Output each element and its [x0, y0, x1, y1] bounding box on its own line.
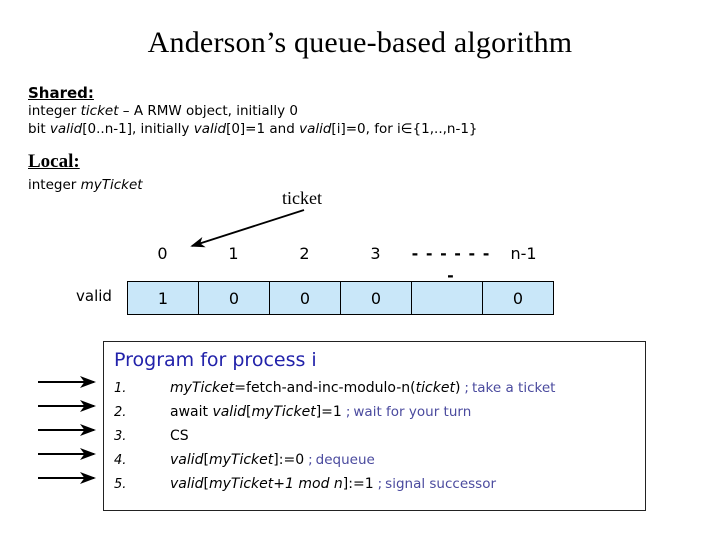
- program-line-4-separator: ;: [308, 452, 313, 468]
- page-title: Anderson’s queue-based algorithm: [147, 26, 573, 59]
- program-line-4-number: 4.: [114, 453, 127, 468]
- program-heading: Program for process i: [114, 349, 317, 371]
- ticket-pointer-arrow-icon: [190, 209, 305, 248]
- program-line-5-code-post: ]:=1: [342, 476, 374, 492]
- shared-line2-post: [i]=0, for i∈{1,..,n-1}: [331, 121, 478, 137]
- program-line-5-separator: ;: [377, 476, 383, 492]
- program-line-1-separator: ;: [464, 380, 469, 396]
- program-line-4: 4. valid[myTicket]:=0 ; dequeue: [114, 452, 639, 476]
- program-line-2-code-post: ]=1: [315, 404, 342, 420]
- program-line-4-code-mid: [: [203, 452, 209, 468]
- program-line-1-code-var1: myTicket: [170, 380, 235, 396]
- shared-line1-post: – A RMW object, initially 0: [118, 103, 298, 119]
- program-line-2-code-pre: await: [170, 404, 213, 420]
- shared-line2-var2: valid: [193, 121, 227, 137]
- program-line-2-comment: wait for your turn: [353, 404, 472, 420]
- valid-cell-0[interactable]: 1: [128, 282, 199, 314]
- valid-cell-3[interactable]: 0: [341, 282, 412, 314]
- program-line-1-code-mid: =fetch-and-inc-modulo-n(: [234, 380, 416, 396]
- program-line-1-number: 1.: [114, 381, 127, 396]
- valid-cell-n-1[interactable]: 0: [483, 282, 554, 314]
- local-heading: Local:: [28, 151, 80, 172]
- shared-line-ticket: integer ticket – A RMW object, initially…: [28, 102, 668, 120]
- shared-line1-var: ticket: [80, 103, 119, 119]
- program-line-1-code-var2: ticket: [415, 380, 455, 396]
- local-line1-pre: integer: [28, 177, 81, 193]
- program-line-4-code: valid[myTicket]:=0: [170, 452, 304, 468]
- program-line-5-number: 5.: [114, 477, 127, 492]
- shared-heading: Shared:: [28, 84, 94, 102]
- program-line-1-code: myTicket=fetch-and-inc-modulo-n(ticket): [170, 380, 460, 396]
- program-line-3-number: 3.: [114, 429, 127, 444]
- program-line-2-code-var1: valid: [212, 404, 246, 420]
- program-step-arrows: [38, 375, 96, 484]
- program-line-2-code-mid: [: [245, 404, 252, 420]
- program-line-5: 5. valid[myTicket+1 mod n]:=1 ; signal s…: [114, 476, 639, 500]
- array-index-3: 3: [370, 244, 381, 263]
- program-line-4-code-var1: valid: [170, 452, 204, 468]
- shared-line2-mid2: [0]=1 and: [226, 121, 300, 137]
- valid-array: 1 0 0 0 0: [127, 281, 554, 315]
- shared-declarations-block: Shared: integer ticket – A RMW object, i…: [28, 84, 668, 138]
- program-line-4-code-post: ]:=0: [273, 452, 305, 468]
- array-index-0: 0: [157, 244, 168, 263]
- program-line-2-code-var2: myTicket: [251, 404, 316, 420]
- shared-line2-pre: bit: [28, 121, 50, 137]
- program-box: Program for process i 1. myTicket=fetch-…: [103, 341, 646, 511]
- program-line-3: 3. CS: [114, 428, 639, 452]
- program-line-list: 1. myTicket=fetch-and-inc-modulo-n(ticke…: [114, 380, 639, 500]
- program-line-5-code-var1: valid: [170, 476, 204, 492]
- program-line-2: 2. await valid[myTicket]=1 ; wait for yo…: [114, 404, 639, 428]
- ticket-pointer-label: ticket: [282, 188, 322, 208]
- program-line-5-code-var2: myTicket+1 mod n: [209, 476, 343, 492]
- array-index-2: 2: [299, 244, 310, 263]
- program-line-5-code-mid: [: [203, 476, 209, 492]
- program-line-2-separator: ;: [345, 404, 351, 420]
- valid-cell-1[interactable]: 0: [199, 282, 270, 314]
- shared-line2-var1: valid: [49, 121, 83, 137]
- valid-cell-2[interactable]: 0: [270, 282, 341, 314]
- program-line-4-code-var2: myTicket: [209, 452, 274, 468]
- local-line-myticket: integer myTicket: [28, 176, 428, 194]
- program-line-4-comment: dequeue: [315, 452, 375, 468]
- program-line-2-number: 2.: [114, 405, 127, 420]
- program-line-3-code-pre: CS: [170, 428, 189, 444]
- array-index-ellipsis: - - - - - - -: [411, 244, 491, 285]
- valid-array-label: valid: [76, 287, 112, 305]
- program-line-1-comment: take a ticket: [471, 380, 556, 396]
- program-line-3-code: CS: [170, 428, 189, 444]
- local-declarations-block: Local: integer myTicket: [28, 152, 428, 194]
- shared-line2-var3: valid: [299, 121, 332, 137]
- program-line-5-code: valid[myTicket+1 mod n]:=1: [170, 476, 374, 492]
- array-index-n-1: n-1: [510, 244, 537, 263]
- array-index-1: 1: [228, 244, 239, 263]
- program-line-2-code: await valid[myTicket]=1: [170, 404, 342, 420]
- valid-cell-ellipsis[interactable]: [412, 282, 483, 314]
- shared-line-valid: bit valid[0..n-1], initially valid[0]=1 …: [28, 120, 668, 138]
- shared-line2-mid1: [0..n-1], initially: [82, 121, 194, 137]
- local-line1-var: myTicket: [80, 177, 143, 193]
- program-line-1: 1. myTicket=fetch-and-inc-modulo-n(ticke…: [114, 380, 639, 404]
- program-line-5-comment: signal successor: [385, 476, 497, 492]
- program-line-1-code-post: ): [454, 380, 461, 396]
- array-index-row: 0 1 2 3 - - - - - - - n-1: [127, 243, 559, 285]
- shared-line1-pre: integer: [28, 103, 81, 119]
